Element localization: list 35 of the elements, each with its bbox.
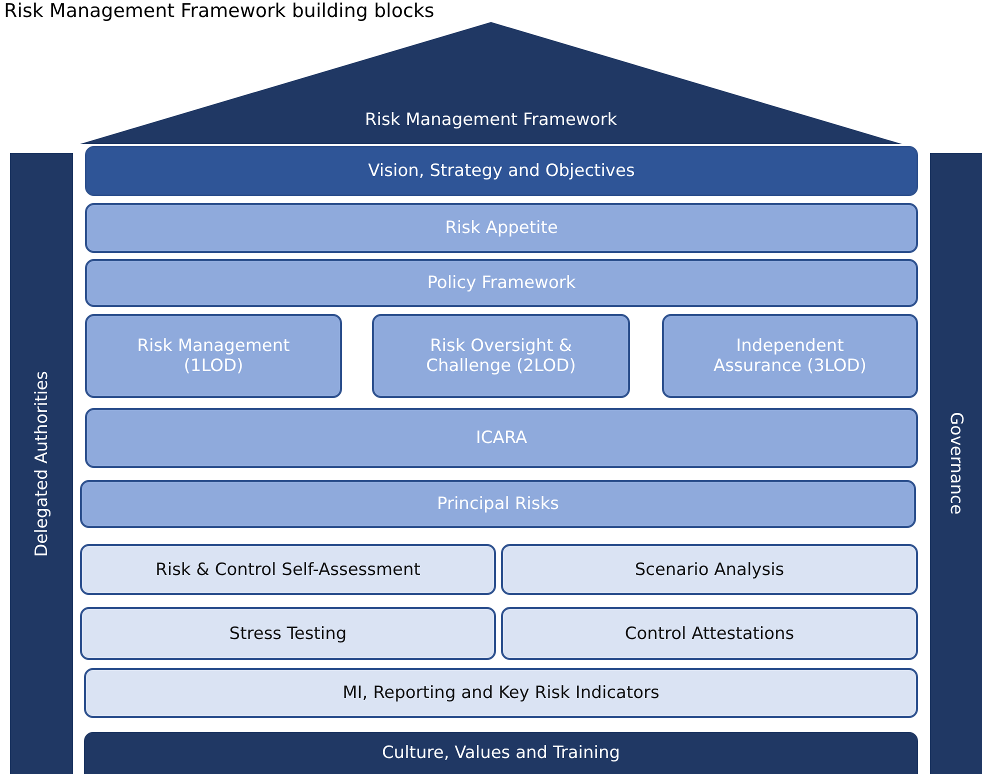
framework-block (80, 607, 496, 660)
roof-triangle (80, 22, 902, 144)
block-label: Risk & Control Self-Assessment (156, 560, 420, 580)
framework-block (662, 314, 918, 398)
block-label: Risk Oversight & Challenge (2LOD) (425, 336, 577, 376)
framework-block (501, 607, 918, 660)
framework-block (80, 480, 916, 528)
framework-block (84, 668, 918, 718)
block-label: Control Attestations (624, 624, 794, 644)
block-label: ICARA (476, 428, 528, 448)
block-label: Principal Risks (437, 494, 559, 514)
block-label: Policy Framework (427, 273, 576, 293)
block-label: Scenario Analysis (634, 560, 784, 580)
roof-title: Risk Management Framework (364, 110, 618, 130)
block-label: MI, Reporting and Key Risk Indicators (342, 683, 660, 703)
framework-block (372, 314, 630, 398)
block-label: Risk Appetite (445, 218, 558, 238)
block-label: Independent Assurance (3LOD) (712, 336, 868, 376)
pillar-label: Delegated Authorities (32, 370, 52, 556)
block-label: Stress Testing (229, 624, 347, 644)
framework-block (85, 203, 918, 253)
framework-block (85, 408, 918, 468)
framework-block (85, 146, 918, 196)
pillar-bar (930, 153, 982, 774)
foundation-bar (84, 732, 918, 774)
block-label: Culture, Values and Training (382, 743, 620, 763)
framework-block (501, 544, 918, 595)
diagram-title: Risk Management Framework building blocks (4, 0, 434, 22)
framework-block (85, 314, 342, 398)
block-label: Risk Management (1LOD) (136, 336, 291, 376)
framework-block (85, 259, 918, 307)
pillar-label: Governance (946, 412, 966, 515)
framework-block (80, 544, 496, 595)
pillar-bar (10, 153, 73, 774)
block-label: Vision, Strategy and Objectives (368, 161, 635, 181)
